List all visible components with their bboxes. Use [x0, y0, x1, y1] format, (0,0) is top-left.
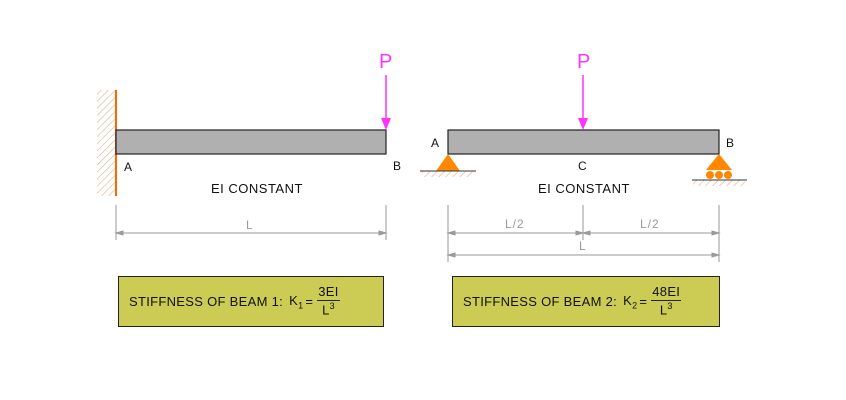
end-label-a-2: A [431, 136, 440, 150]
denominator-1: L3 [322, 301, 335, 318]
end-label-b-1: B [393, 159, 402, 173]
span-dimension-2 [446, 205, 721, 262]
mid-label-c: C [578, 159, 587, 173]
half-span-label-left: L/2 [505, 217, 525, 231]
ei-note-2: EI CONSTANT [538, 181, 630, 196]
numerator-2: 48EI [651, 284, 682, 302]
load-label-2: P [577, 51, 591, 73]
simple-beam [447, 129, 720, 155]
equals-sign-2: = [639, 294, 648, 309]
end-label-b-2: B [726, 136, 735, 150]
numerator-1: 3EI [317, 284, 340, 302]
roller-support [692, 154, 747, 186]
stiffness-box-2: STIFFNESS OF BEAM 2: K2 = 48EI L3 [452, 276, 720, 327]
stiffness-prefix-2: STIFFNESS OF BEAM 2: [463, 294, 618, 309]
span-label-2: L [579, 239, 587, 253]
stiffness-fraction-2: 48EI L3 [651, 284, 682, 318]
stiffness-fraction-1: 3EI L3 [317, 284, 340, 318]
load-label-1: P [379, 51, 393, 73]
stiffness-symbol-2: K2 [623, 292, 638, 311]
denominator-2: L3 [659, 301, 673, 318]
stiffness-prefix-1: STIFFNESS OF BEAM 1: [129, 294, 284, 309]
stiffness-box-1: STIFFNESS OF BEAM 1: K1 = 3EI L3 [118, 276, 384, 327]
span-dimension-1 [114, 205, 388, 240]
span-label-1: L [246, 218, 254, 232]
ei-note-1: EI CONSTANT [211, 181, 303, 196]
load-arrow-2 [578, 75, 588, 130]
end-label-a-1: A [124, 160, 133, 174]
wall-hatch [97, 90, 115, 196]
stiffness-symbol-1: K1 [289, 292, 304, 311]
pin-support [420, 154, 476, 177]
equals-sign-1: = [305, 294, 314, 309]
half-span-label-right: L/2 [640, 217, 660, 231]
cantilever-beam [115, 129, 387, 155]
load-arrow-1 [381, 75, 391, 130]
